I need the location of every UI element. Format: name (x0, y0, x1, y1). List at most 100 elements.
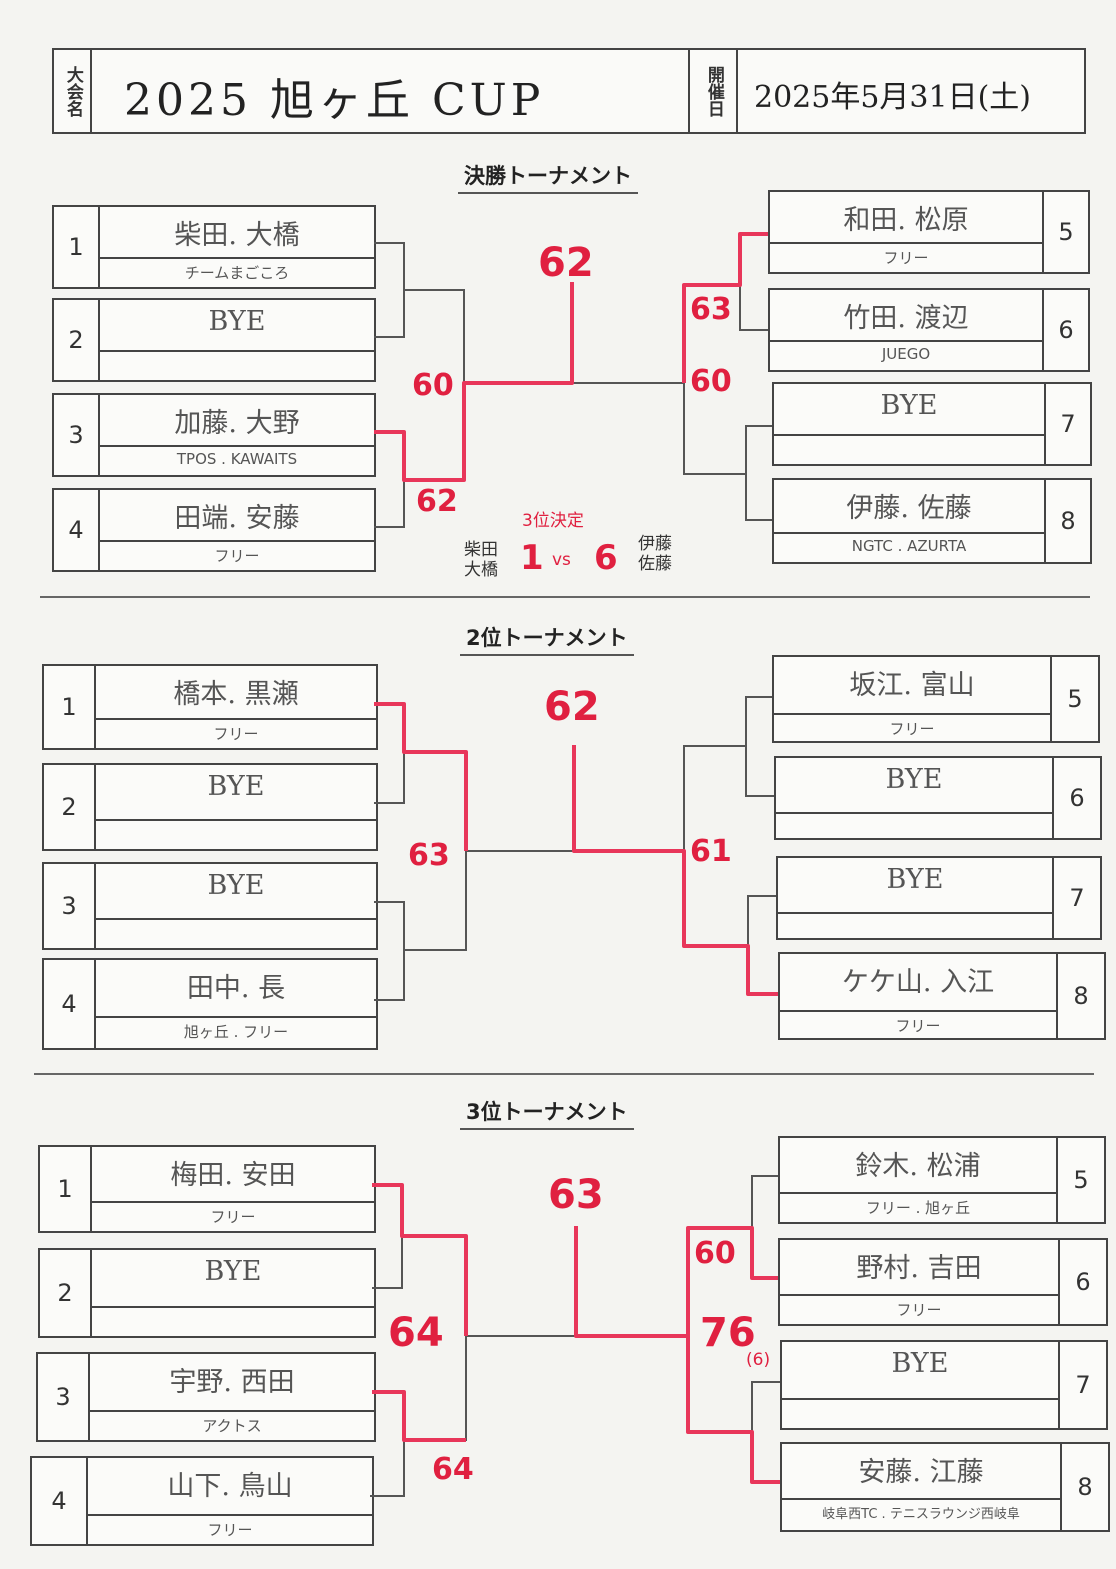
player-names: BYE (208, 306, 266, 337)
winner-path (372, 1390, 466, 1442)
seed-number: 4 (44, 960, 96, 1048)
seed-number: 2 (40, 1250, 92, 1336)
player-club: アクトス (202, 1417, 262, 1435)
seed-number: 4 (54, 490, 100, 570)
player-names: 安藤. 江藤 (858, 1457, 984, 1488)
seed-number: 5 (1042, 192, 1088, 272)
entry-final-right-6: 6 竹田. 渡辺 JUEGO (768, 288, 1090, 372)
score-right-semi-tiebreak: (6) (746, 1350, 771, 1370)
player-club: フリー (895, 1017, 941, 1035)
row-divider (96, 1016, 376, 1018)
row-divider (100, 350, 374, 352)
player-names: 柴田. 大橋 (174, 220, 300, 251)
section-title-third: 3位トーナメント (460, 1096, 634, 1130)
entry-second-right-5: 5 坂江. 富山 フリー (772, 655, 1100, 743)
bracket-line (374, 431, 405, 528)
winner-path (374, 282, 574, 482)
third-place-left-seed: 1 (520, 538, 544, 578)
row-divider (96, 918, 376, 920)
seed-number: 8 (1060, 1444, 1108, 1530)
entry-final-left-4: 4 田端. 安藤 フリー (52, 488, 376, 572)
entry-final-right-5: 5 和田. 松原 フリー (768, 190, 1090, 274)
event-header: 大会名 2025 旭ヶ丘 CUP 開催日 2025年5月31日(土) (52, 48, 1086, 134)
third-place-label: 3位決定 (522, 511, 584, 531)
score-left-qf: 62 (416, 484, 458, 519)
player-club: チームまごころ (184, 264, 290, 282)
player-club: フリー (214, 547, 260, 565)
player-club: 岐阜西TC . テニスラウンジ西岐阜 (822, 1507, 1020, 1522)
player-names: ケケ山. 入江 (841, 967, 995, 998)
entry-third-right-8: 8 安藤. 江藤 岐阜西TC . テニスラウンジ西岐阜 (780, 1442, 1110, 1532)
row-divider (92, 1201, 374, 1203)
player-club: JUEGO (881, 345, 931, 363)
event-name-label: 大会名 (54, 50, 92, 132)
row-divider (770, 340, 1042, 342)
third-place-right-seed: 6 (594, 538, 618, 578)
player-club: NGTC . AZURTA (851, 537, 967, 555)
player-names: 山下. 鳥山 (167, 1471, 293, 1502)
winner-path (572, 745, 778, 996)
player-names: BYE (207, 870, 265, 901)
row-divider (100, 445, 374, 447)
row-divider (782, 1498, 1060, 1500)
seed-number: 3 (44, 864, 96, 948)
event-name-label-text: 大会名 (62, 65, 83, 117)
bracket-line (374, 901, 405, 1001)
player-names: 橋本. 黒瀬 (173, 679, 299, 710)
entry-final-left-1: 1 柴田. 大橋 チームまごころ (52, 205, 376, 289)
row-divider (96, 819, 376, 821)
seed-number: 3 (38, 1354, 90, 1440)
row-divider (88, 1514, 372, 1516)
seed-number: 7 (1052, 858, 1100, 938)
winner-path (682, 232, 768, 383)
bracket-line (374, 242, 405, 338)
entry-third-left-4: 4 山下. 鳥山 フリー (30, 1456, 374, 1546)
bracket-line (745, 696, 774, 797)
seed-number: 3 (54, 395, 100, 475)
player-names: 伊藤. 佐藤 (846, 493, 972, 524)
entry-final-right-7: 7 BYE (772, 382, 1092, 466)
row-divider (774, 713, 1050, 715)
score-final-match: 62 (538, 240, 594, 286)
player-club: 旭ヶ丘 . フリー (183, 1023, 289, 1041)
event-date-label-text: 開催日 (703, 65, 724, 117)
row-divider (90, 1410, 374, 1412)
bracket-line (747, 895, 778, 995)
player-club: フリー . 旭ヶ丘 (865, 1199, 971, 1217)
row-divider (776, 812, 1052, 814)
player-names: BYE (204, 1256, 262, 1287)
third-place-left-names: 柴田 大橋 (464, 540, 498, 581)
event-date: 2025年5月31日(土) (754, 80, 1032, 115)
seed-number: 8 (1044, 480, 1090, 562)
section-divider (40, 596, 1090, 598)
bracket-line (370, 1391, 405, 1497)
seed-number: 1 (54, 207, 100, 287)
entry-third-left-2: 2 BYE (38, 1248, 376, 1338)
seed-number: 5 (1056, 1138, 1104, 1222)
row-divider (774, 532, 1044, 534)
player-names: BYE (891, 1348, 949, 1379)
event-date-label: 開催日 (688, 50, 738, 132)
score-left-semi: 64 (388, 1310, 444, 1356)
score-right-qf: 60 (694, 1236, 736, 1271)
entry-third-right-5: 5 鈴木. 松浦 フリー . 旭ヶ丘 (778, 1136, 1106, 1224)
seed-number: 6 (1052, 758, 1100, 838)
seed-number: 8 (1056, 954, 1104, 1038)
entry-final-left-2: 2 BYE (52, 298, 376, 382)
seed-number: 5 (1050, 657, 1098, 741)
row-divider (780, 1192, 1056, 1194)
score-left-semi: 63 (408, 838, 450, 873)
row-divider (96, 718, 376, 720)
bracket-line (372, 1184, 403, 1289)
bracket-line (739, 233, 768, 331)
player-names: 和田. 松原 (843, 205, 969, 236)
player-names: BYE (207, 771, 265, 802)
row-divider (782, 1398, 1058, 1400)
entry-third-right-6: 6 野村. 吉田 フリー (778, 1238, 1108, 1326)
entry-second-left-3: 3 BYE (42, 862, 378, 950)
seed-number: 6 (1058, 1240, 1106, 1324)
entry-second-right-6: 6 BYE (774, 756, 1102, 840)
player-names: 田中. 長 (186, 973, 286, 1004)
score-right-semi: 60 (690, 364, 732, 399)
